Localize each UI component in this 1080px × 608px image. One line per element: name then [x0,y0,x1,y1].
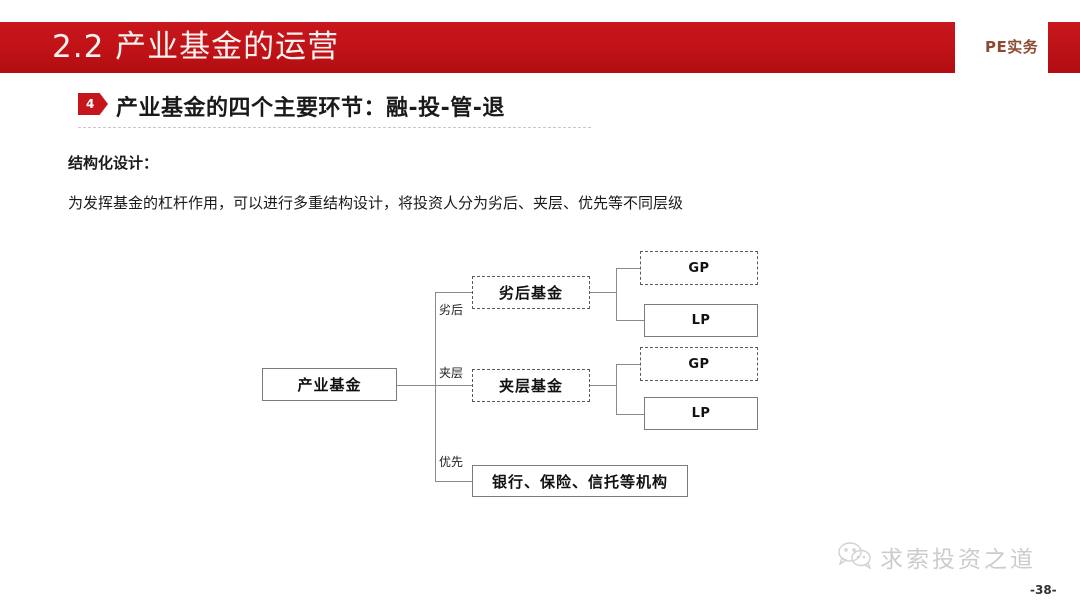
header-tag-label: PE实务 [985,38,1039,56]
diagram-node-junior-fund: 劣后基金 [472,276,590,309]
page-number: -38- [1030,583,1057,597]
diagram-edge-junior-to-lp [616,320,644,321]
diagram-edge-junior-bracket [616,268,617,321]
watermark: 求索投资之道 [838,540,1036,574]
diagram-node-mezzanine-lp: LP [644,397,758,430]
diagram-edge-senior [435,481,472,482]
diagram-edge-root-to-trunk [397,385,435,386]
section-divider [78,127,591,128]
diagram-edge-trunk [435,292,436,482]
diagram-edge-mezzanine-to-gp [616,364,640,365]
diagram-edge-mezzanine-bracket [616,364,617,414]
diagram-label-senior: 优先 [437,455,466,470]
diagram-edge-junior-fund-out [590,292,616,293]
section-number-badge: 4 [78,93,108,115]
page-title: 2.2 产业基金的运营 [52,29,340,65]
diagram-edge-junior [435,292,472,293]
body-paragraph: 为发挥基金的杠杆作用，可以进行多重结构设计，将投资人分为劣后、夹层、优先等不同层… [68,194,684,212]
diagram-label-junior: 劣后 [437,303,466,318]
section-title: 产业基金的四个主要环节：融-投-管-退 [116,96,505,121]
diagram-node-mezzanine-gp: GP [640,347,758,381]
header-banner-accent [1048,22,1080,73]
diagram-node-junior-lp: LP [644,304,758,337]
watermark-text: 求索投资之道 [880,547,1036,573]
diagram-label-mezzanine: 夹层 [437,366,466,381]
diagram-edge-mezzanine-to-lp [616,414,644,415]
header-banner [0,22,955,73]
body-subheading: 结构化设计： [68,154,159,172]
diagram-node-root: 产业基金 [262,368,397,401]
wechat-icon [838,541,872,573]
diagram-edge-mezzanine [435,385,472,386]
diagram-node-senior-institutions: 银行、保险、信托等机构 [472,465,688,497]
diagram-node-junior-gp: GP [640,251,758,285]
diagram-edge-junior-to-gp [616,268,640,269]
diagram-edge-mezzanine-fund-out [590,385,616,386]
diagram-node-mezzanine-fund: 夹层基金 [472,369,590,402]
